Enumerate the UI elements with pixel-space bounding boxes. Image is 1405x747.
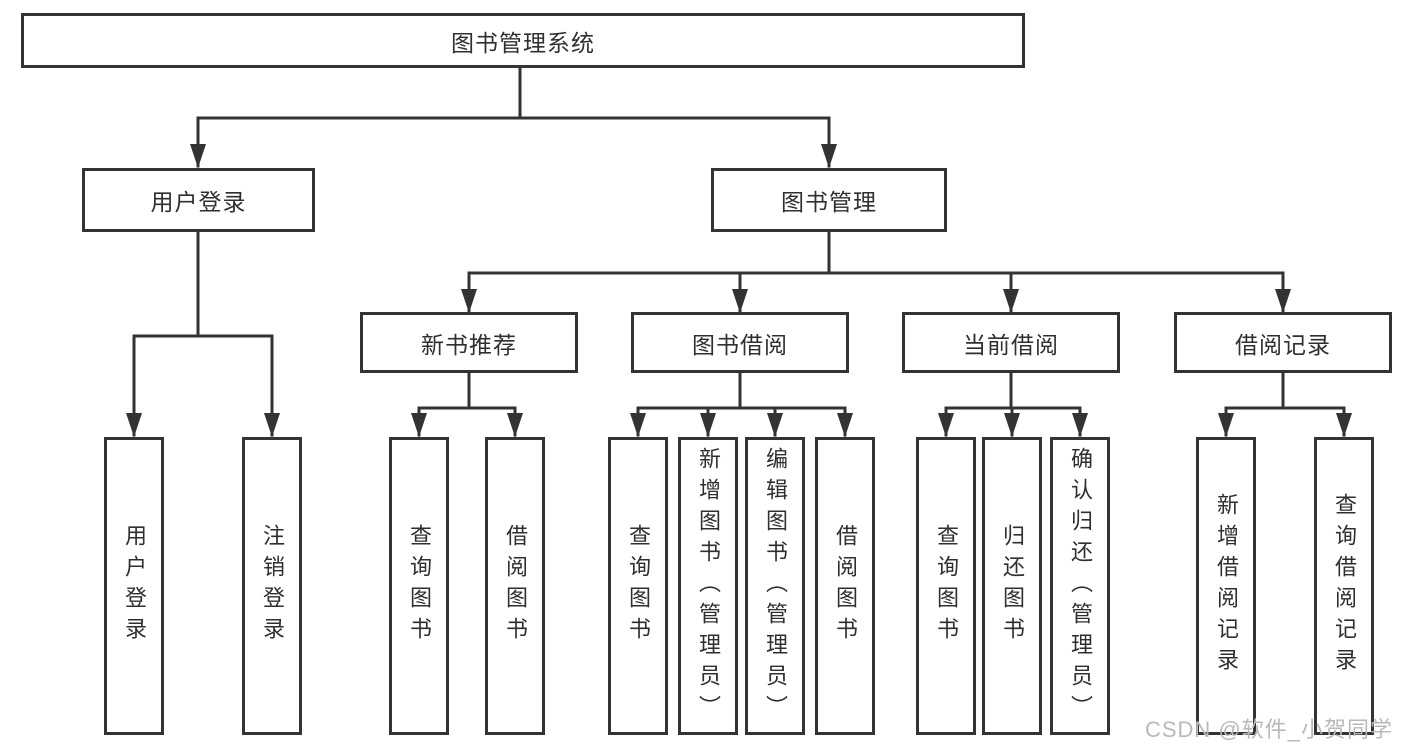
node-root: 图书管理系统 — [21, 13, 1025, 68]
leaf-borrow-books-recommend: 借阅图书 — [485, 437, 545, 735]
node-new-book-recommend: 新书推荐 — [360, 312, 578, 373]
leaf-query-books-recommend: 查询图书 — [389, 437, 449, 735]
leaf-logout: 注销登录 — [242, 437, 302, 735]
leaf-edit-book-admin: 编辑图书（管理员） — [745, 437, 805, 735]
arrowheads — [126, 144, 1352, 437]
leaf-label: 查询图书 — [626, 524, 651, 648]
leaf-confirm-return-admin: 确认归还（管理员） — [1050, 437, 1110, 735]
leaf-label: 借阅图书 — [833, 524, 858, 648]
leaf-user-login: 用户登录 — [104, 437, 164, 735]
leaf-label: 查询图书 — [407, 524, 432, 648]
leaf-query-books-current: 查询图书 — [916, 437, 976, 735]
leaf-add-book-admin: 新增图书（管理员） — [678, 437, 738, 735]
leaf-add-borrow-record: 新增借阅记录 — [1196, 437, 1256, 735]
node-current-borrow: 当前借阅 — [902, 312, 1120, 373]
leaf-label: 确认归还（管理员） — [1068, 446, 1093, 726]
leaf-label: 注销登录 — [260, 524, 285, 648]
leaf-label: 查询借阅记录 — [1332, 493, 1357, 679]
leaf-label: 借阅图书 — [503, 524, 528, 648]
leaf-return-book: 归还图书 — [982, 437, 1042, 735]
leaf-label: 用户登录 — [122, 524, 147, 648]
connector-edges — [132, 66, 1346, 437]
leaf-label: 编辑图书（管理员） — [763, 446, 788, 726]
node-book-management: 图书管理 — [711, 168, 947, 232]
leaf-label: 新增图书（管理员） — [696, 446, 721, 726]
leaf-label: 归还图书 — [1000, 524, 1025, 648]
leaf-label: 查询图书 — [934, 524, 959, 648]
leaf-label: 新增借阅记录 — [1214, 493, 1239, 679]
node-borrow-records: 借阅记录 — [1174, 312, 1392, 373]
leaf-borrow-books: 借阅图书 — [815, 437, 875, 735]
node-user-login: 用户登录 — [82, 168, 315, 232]
leaf-query-borrow-record: 查询借阅记录 — [1314, 437, 1374, 735]
leaf-query-books-borrow: 查询图书 — [608, 437, 668, 735]
node-book-borrow: 图书借阅 — [631, 312, 849, 373]
watermark: CSDN @软件_小贺同学 — [1144, 717, 1393, 742]
